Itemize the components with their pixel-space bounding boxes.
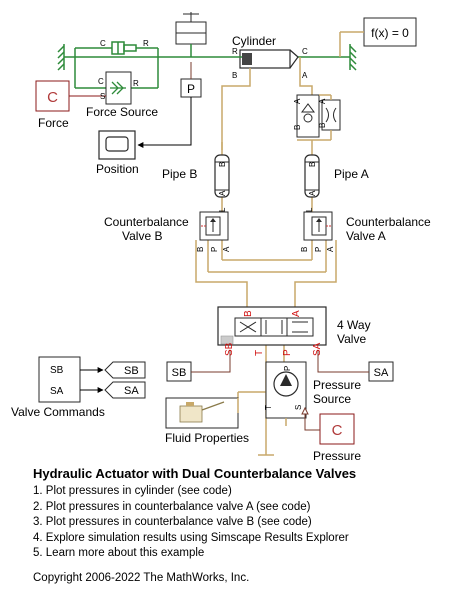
svg-text:SA: SA: [374, 367, 389, 379]
svg-text:A: A: [222, 246, 231, 252]
svg-text:SA: SA: [124, 385, 139, 397]
svg-text:P: P: [210, 247, 219, 252]
pressure-source-block[interactable]: [265, 361, 307, 419]
link-plot-cylinder[interactable]: 1. Plot pressures in cylinder (see code): [33, 485, 232, 497]
svg-text:A: A: [326, 246, 335, 252]
svg-text:A: A: [318, 98, 327, 104]
counterbalance-valve-a-block[interactable]: [303, 211, 333, 241]
cylinder-label: Cylinder: [232, 34, 277, 48]
svg-text:P: P: [187, 82, 195, 96]
svg-text:P: P: [283, 366, 292, 371]
svg-text:L: L: [218, 207, 227, 212]
link-plot-cbv-a[interactable]: 2. Plot pressures in counterbalance valv…: [33, 500, 311, 513]
svg-text:T: T: [254, 350, 265, 356]
valve-port-labels: B A SB T P SA: [224, 310, 323, 356]
fluid-properties-label: Fluid Properties: [165, 431, 250, 445]
svg-text:SA: SA: [312, 342, 323, 356]
svg-text:A: A: [302, 71, 308, 80]
svg-text:B: B: [308, 162, 317, 167]
ground-right: [349, 44, 357, 71]
svg-text:B: B: [218, 162, 227, 167]
force-constant-block[interactable]: C: [35, 80, 70, 112]
valve-commands-block[interactable]: SB SA: [38, 356, 81, 403]
svg-text:A: A: [291, 310, 302, 317]
svg-text:B: B: [196, 247, 205, 252]
svg-text:R: R: [133, 79, 139, 88]
svg-text:C: C: [100, 39, 106, 48]
svg-text:B: B: [300, 247, 309, 252]
svg-text:P: P: [282, 349, 293, 356]
force-label: Force: [38, 116, 69, 130]
force-source-label: Force Source: [86, 105, 159, 119]
svg-text:R: R: [143, 39, 149, 48]
pressure-constant-block[interactable]: C: [319, 413, 355, 445]
port-labels: R C B A C R C R S B A B A L L B P A B P …: [98, 39, 335, 410]
svg-text:P: P: [314, 247, 323, 252]
svg-text:C: C: [98, 77, 104, 86]
goto-sa[interactable]: SA: [104, 381, 146, 399]
solver-config-block[interactable]: f(x) = 0: [363, 17, 417, 47]
copyright: Copyright 2006-2022 The MathWorks, Inc.: [33, 572, 250, 584]
svg-text:SB: SB: [172, 367, 187, 379]
force-source-block[interactable]: [105, 71, 132, 105]
link-results-explorer[interactable]: 4. Explore simulation results using Sims…: [33, 531, 349, 544]
counterbalance-valve-b-block[interactable]: [199, 211, 229, 241]
svg-text:f(x) = 0: f(x) = 0: [371, 26, 409, 40]
svg-text:T: T: [264, 405, 273, 410]
svg-text:B: B: [318, 123, 327, 128]
four-way-valve-block[interactable]: [217, 306, 327, 346]
svg-text:A: A: [308, 190, 317, 196]
svg-text:L: L: [305, 207, 314, 212]
from-sa[interactable]: SA: [368, 361, 394, 382]
pressure-label: Pressure: [313, 449, 362, 463]
svg-text:C: C: [332, 422, 343, 439]
check-valve-block[interactable]: [296, 94, 320, 138]
ps-converter-P[interactable]: P: [180, 78, 202, 98]
position-sensor-block[interactable]: [175, 12, 207, 45]
svg-text:A: A: [218, 190, 227, 196]
svg-text:SB: SB: [124, 365, 139, 377]
mechanical-lines: [64, 47, 350, 89]
svg-text:SB: SB: [224, 342, 235, 356]
svg-text:S: S: [100, 92, 105, 101]
pipe-a-block[interactable]: [304, 154, 320, 198]
goto-sb[interactable]: SB: [104, 361, 146, 379]
valve-commands-label: Valve Commands: [11, 405, 105, 419]
pipe-b-block[interactable]: [214, 154, 230, 198]
model-title: Hydraulic Actuator with Dual Counterbala…: [33, 466, 357, 481]
cylinder-block[interactable]: [227, 49, 299, 69]
svg-text:SA: SA: [50, 386, 64, 397]
spring-block[interactable]: [106, 41, 140, 55]
svg-text:C: C: [302, 47, 308, 56]
pipe-b-label: Pipe B: [162, 167, 198, 181]
svg-text:B: B: [243, 310, 254, 317]
link-learn-more[interactable]: 5. Learn more about this example: [33, 547, 205, 559]
ground-left: [57, 44, 65, 71]
svg-text:R: R: [232, 47, 238, 56]
example-links: 1. Plot pressures in cylinder (see code)…: [33, 484, 349, 562]
position-scope[interactable]: [98, 130, 136, 160]
position-label: Position: [96, 162, 139, 176]
fluid-properties-block[interactable]: [165, 397, 239, 429]
link-plot-cbv-b[interactable]: 3. Plot pressures in counterbalance valv…: [33, 516, 312, 528]
svg-text:S: S: [294, 405, 303, 410]
svg-text:A: A: [293, 98, 302, 104]
svg-text:B: B: [293, 125, 302, 130]
svg-text:SB: SB: [50, 365, 64, 376]
pipe-a-label: Pipe A: [334, 167, 369, 181]
svg-text:B: B: [232, 71, 237, 80]
force-const-symbol: C: [47, 89, 58, 106]
from-sb[interactable]: SB: [166, 361, 192, 382]
